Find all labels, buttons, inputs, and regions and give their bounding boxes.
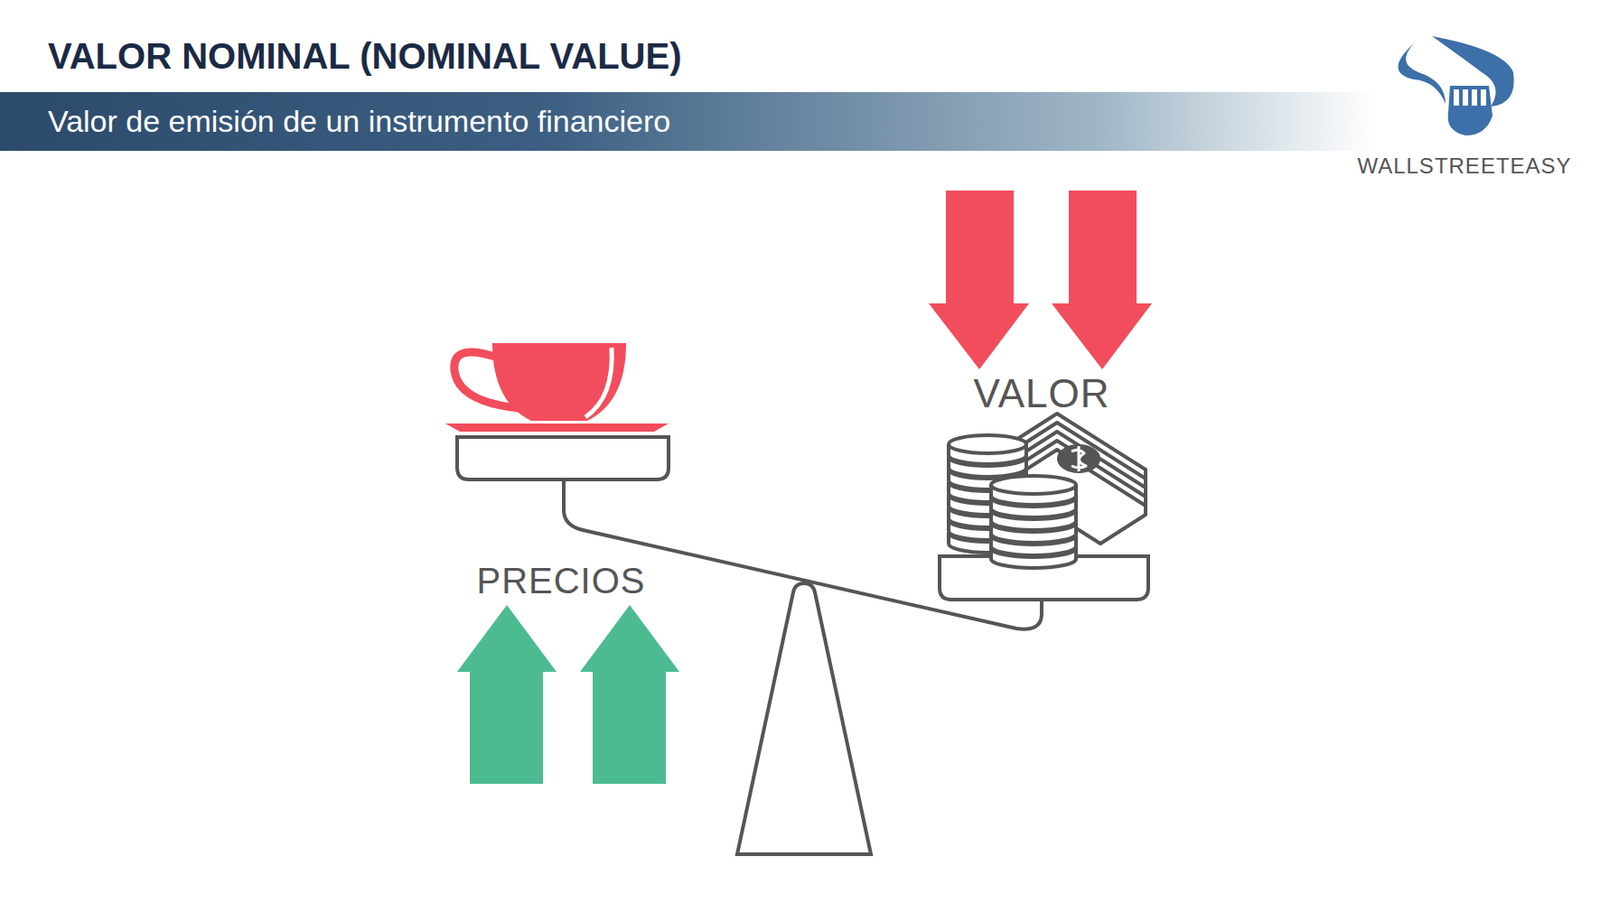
cup (445, 343, 669, 432)
coin-top (948, 435, 1027, 454)
bill-symbol (1058, 446, 1099, 472)
logo-text: WALLSTREETEASY (1356, 153, 1572, 179)
prices-label: PRECIOS (476, 561, 646, 602)
value-label: VALOR (973, 371, 1111, 417)
subtitle-band: Valor de emisión de un instrumento finan… (0, 92, 1374, 151)
subtitle: Valor de emisión de un instrumento finan… (47, 103, 707, 140)
coin-top (991, 476, 1077, 495)
beam (563, 479, 1042, 630)
fulcrum (737, 583, 871, 855)
up-arrows (457, 605, 680, 785)
coins (948, 435, 1077, 569)
logo (1398, 36, 1515, 136)
title: VALOR NOMINAL (NOMINAL VALUE) (47, 36, 682, 77)
left-pan (457, 437, 669, 480)
down-arrows (928, 190, 1152, 370)
